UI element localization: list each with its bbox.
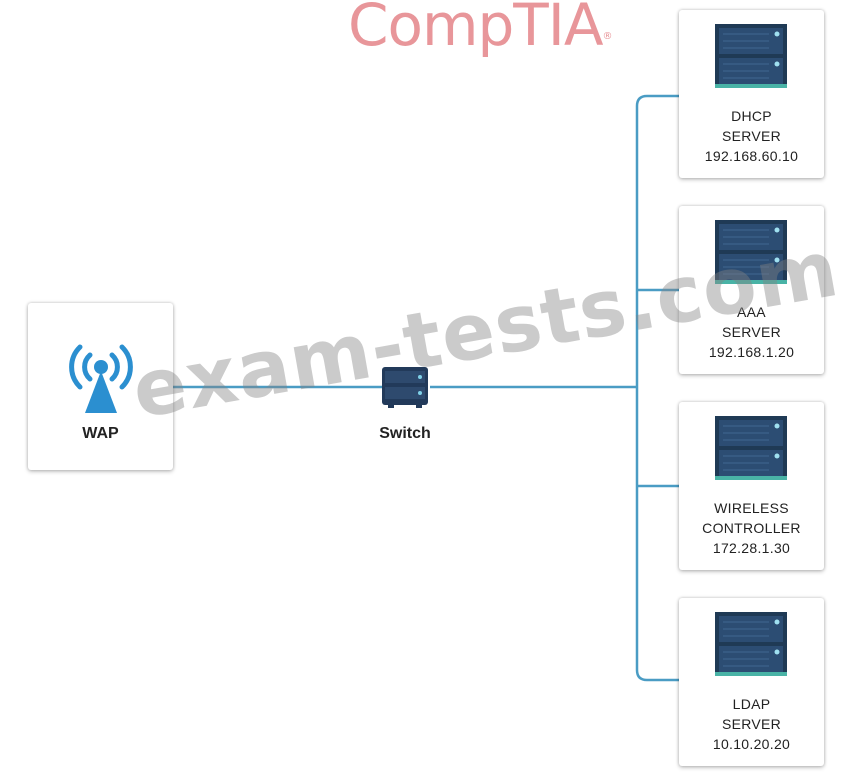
server-role: SERVER bbox=[721, 128, 782, 144]
server-label: LDAP SERVER 10.10.20.20 bbox=[679, 694, 824, 754]
server-ip: 172.28.1.30 bbox=[712, 540, 791, 556]
comptia-logo: CompTIA® bbox=[348, 0, 613, 59]
server-rack-icon bbox=[715, 612, 787, 676]
server-name: DHCP bbox=[731, 108, 772, 124]
server-rack-icon bbox=[715, 24, 787, 88]
server-ip: 192.168.60.10 bbox=[704, 148, 799, 164]
wap-node[interactable]: WAP bbox=[28, 303, 173, 470]
server-role: SERVER bbox=[721, 716, 782, 732]
server-node-dhcp[interactable]: DHCP SERVER 192.168.60.10 bbox=[679, 10, 824, 178]
server-rack-icon bbox=[715, 220, 787, 284]
switch-label: Switch bbox=[379, 425, 431, 442]
server-ip: 10.10.20.20 bbox=[712, 736, 791, 752]
server-name: AAA bbox=[737, 304, 766, 320]
server-node-ldap[interactable]: LDAP SERVER 10.10.20.20 bbox=[679, 598, 824, 766]
wap-label: WAP bbox=[82, 425, 119, 442]
server-name: WIRELESS bbox=[714, 500, 789, 516]
server-ip: 192.168.1.20 bbox=[708, 344, 795, 360]
server-label: DHCP SERVER 192.168.60.10 bbox=[679, 106, 824, 166]
wireless-antenna-icon bbox=[69, 344, 133, 413]
server-node-wireless-controller[interactable]: WIRELESS CONTROLLER 172.28.1.30 bbox=[679, 402, 824, 570]
server-label: AAA SERVER 192.168.1.20 bbox=[679, 302, 824, 362]
server-label: WIRELESS CONTROLLER 172.28.1.30 bbox=[679, 498, 824, 558]
server-role: CONTROLLER bbox=[702, 520, 801, 536]
switch-icon[interactable] bbox=[380, 363, 430, 409]
server-role: SERVER bbox=[721, 324, 782, 340]
link-trunk bbox=[635, 94, 679, 682]
server-rack-icon bbox=[715, 416, 787, 480]
server-node-aaa[interactable]: AAA SERVER 192.168.1.20 bbox=[679, 206, 824, 374]
server-name: LDAP bbox=[732, 696, 771, 712]
